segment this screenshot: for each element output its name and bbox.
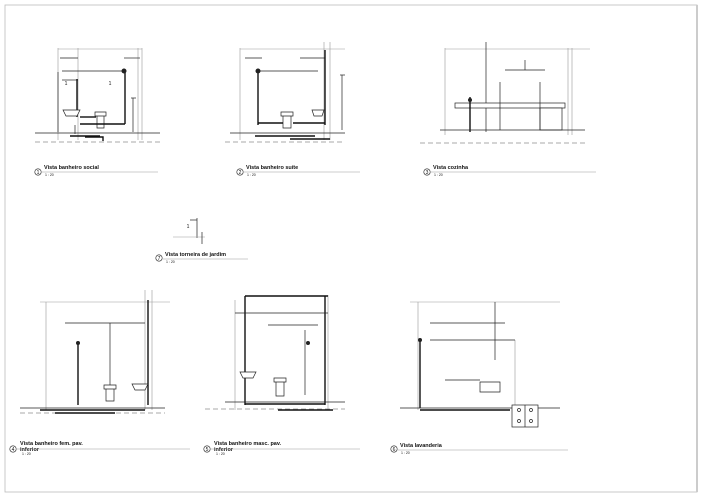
- view-cozinha: 3 Vista cozinha 1 : 20: [420, 42, 596, 177]
- view-number: 1: [37, 170, 40, 176]
- view-scale: 1 : 20: [22, 452, 31, 456]
- view-torneira-jardim: 1 7 Vista torneira de jardim 1 : 20: [155, 218, 248, 264]
- view-lavanderia: 6 Vista lavanderia 1 : 20: [390, 301, 568, 455]
- view-title: Vista lavanderia: [400, 443, 443, 449]
- view-number: 3: [426, 170, 429, 176]
- sheet-border: [4, 4, 698, 493]
- view-banheiro-suite: 2 Vista banheiro suíte 1 : 20: [225, 42, 360, 177]
- view-banheiro-masc: 5 Vista banheiro masc. pav. inferior 1 :…: [203, 295, 360, 456]
- view-scale: 1 : 20: [401, 451, 410, 455]
- view-title-line2: inferior: [20, 447, 40, 453]
- view-title: Vista banheiro fem. pav.: [20, 441, 83, 447]
- view-title: Vista banheiro suíte: [246, 165, 298, 171]
- view-number: 6: [393, 447, 396, 453]
- view-banheiro-fem: 4 Vista banheiro fem. pav. inferior 1 : …: [9, 290, 190, 456]
- svg-text:1: 1: [65, 81, 68, 87]
- view-number: 7: [158, 256, 161, 262]
- view-scale: 1 : 20: [45, 173, 54, 177]
- view-number: 5: [206, 447, 209, 453]
- svg-text:1: 1: [187, 224, 190, 230]
- svg-text:1: 1: [109, 81, 112, 87]
- view-title: Vista banheiro social: [44, 165, 99, 171]
- view-title-line2: inferior: [214, 447, 234, 453]
- view-title: Vista cozinha: [433, 165, 469, 171]
- view-scale: 1 : 20: [434, 173, 443, 177]
- view-title: Vista banheiro masc. pav.: [214, 441, 282, 447]
- view-number: 2: [239, 170, 242, 176]
- view-scale: 1 : 20: [166, 260, 175, 264]
- view-banheiro-social: 1 1 1 Vista banheiro social 1 : 20: [34, 48, 160, 177]
- view-number-badge: [34, 168, 42, 176]
- view-title: Vista torneira de jardim: [165, 252, 226, 258]
- view-scale: 1 : 20: [216, 452, 225, 456]
- view-scale: 1 : 20: [247, 173, 256, 177]
- view-number: 4: [12, 447, 15, 453]
